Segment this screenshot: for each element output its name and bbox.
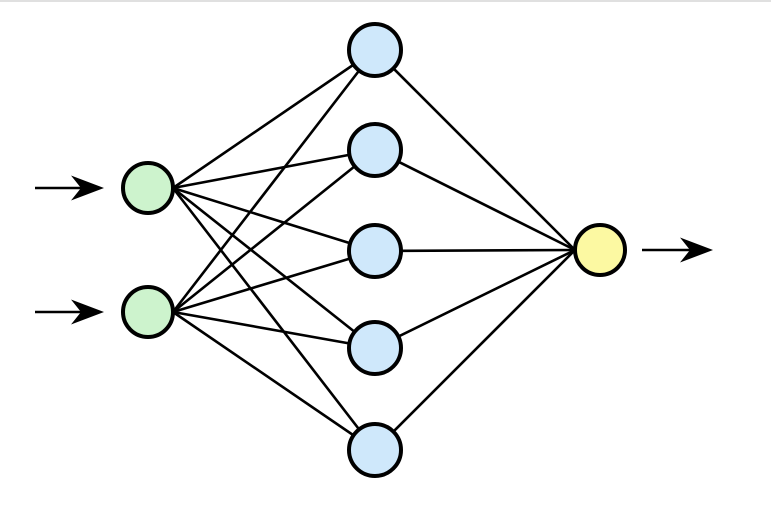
hidden-node-2 bbox=[347, 122, 403, 178]
connection-edge bbox=[171, 49, 377, 313]
input-arrow-2 bbox=[35, 299, 104, 325]
window-top-border bbox=[0, 0, 771, 2]
connection-edge bbox=[172, 249, 376, 314]
hidden-node-1 bbox=[347, 22, 403, 78]
connection-edge bbox=[171, 187, 377, 451]
connection-edge bbox=[172, 186, 376, 253]
input-arrow-1 bbox=[35, 175, 104, 201]
arrowhead-icon bbox=[680, 237, 713, 263]
output-node bbox=[573, 223, 627, 277]
input-node-1 bbox=[121, 161, 175, 215]
connection-edge bbox=[374, 49, 576, 251]
output-arrow bbox=[642, 237, 713, 263]
connection-edge bbox=[172, 310, 376, 452]
connection-edge bbox=[172, 48, 376, 190]
connection-edge bbox=[374, 248, 576, 350]
connection-edge bbox=[374, 248, 576, 253]
arrowhead-icon bbox=[71, 299, 104, 325]
connection-edge bbox=[374, 148, 576, 252]
connection-edge bbox=[374, 249, 576, 451]
input-node-2 bbox=[121, 285, 175, 339]
connection-edge bbox=[172, 148, 376, 314]
hidden-node-3 bbox=[347, 223, 403, 279]
connection-edge bbox=[172, 186, 376, 350]
hidden-node-5 bbox=[347, 422, 403, 478]
hidden-node-4 bbox=[347, 320, 403, 376]
arrowhead-icon bbox=[71, 175, 104, 201]
connection-edge bbox=[172, 310, 376, 350]
connection-edge bbox=[172, 148, 376, 190]
